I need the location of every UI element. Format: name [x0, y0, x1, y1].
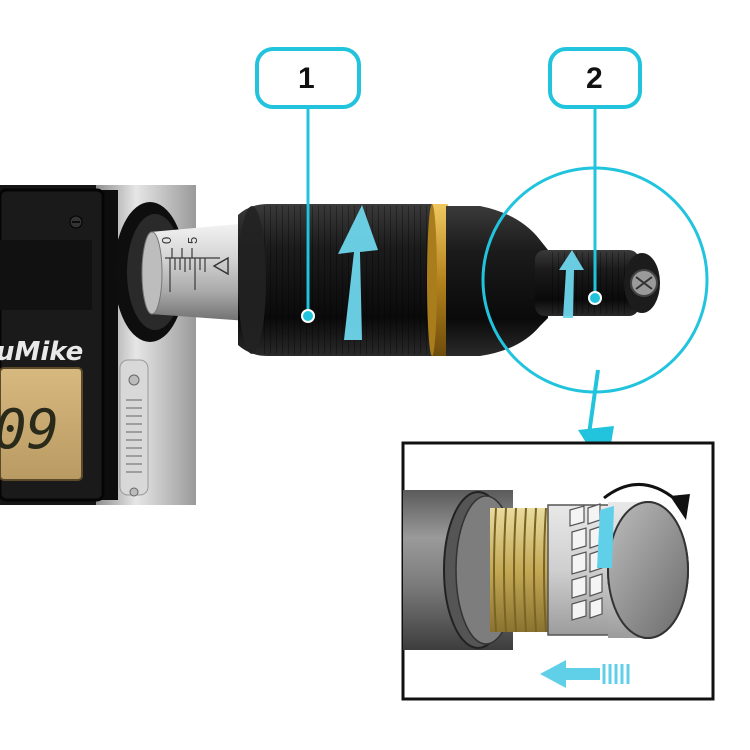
scale-label-0: 0 [159, 237, 174, 244]
thimble-rotate-arrow-icon [338, 205, 378, 340]
ratchet-rotate-arrow-icon [559, 250, 584, 318]
thimble [238, 204, 440, 356]
inset-push-arrow-icon [540, 660, 630, 688]
index-triangle-icon [212, 256, 229, 276]
callout-2-dot [588, 291, 602, 305]
inset-rotation-arrow-icon [603, 483, 677, 502]
sleeve: 0 5 [141, 222, 262, 322]
lcd-screen [0, 367, 83, 481]
detail-inset [401, 441, 715, 701]
callout-2: 2 [548, 47, 642, 305]
callout-1-number: 1 [298, 62, 315, 95]
gold-ring [427, 204, 448, 356]
ratchet-housing [446, 206, 548, 356]
callout-2-number: 2 [586, 62, 603, 95]
callout-1: 1 [255, 47, 361, 323]
brand-label: uMike [0, 337, 83, 367]
ratchet-stop [535, 250, 660, 316]
display-housing: uMike 09 [0, 188, 105, 502]
scale-label-5: 5 [185, 237, 200, 244]
callout-1-dot [301, 309, 315, 323]
lcd-reading: 09 [0, 398, 59, 461]
